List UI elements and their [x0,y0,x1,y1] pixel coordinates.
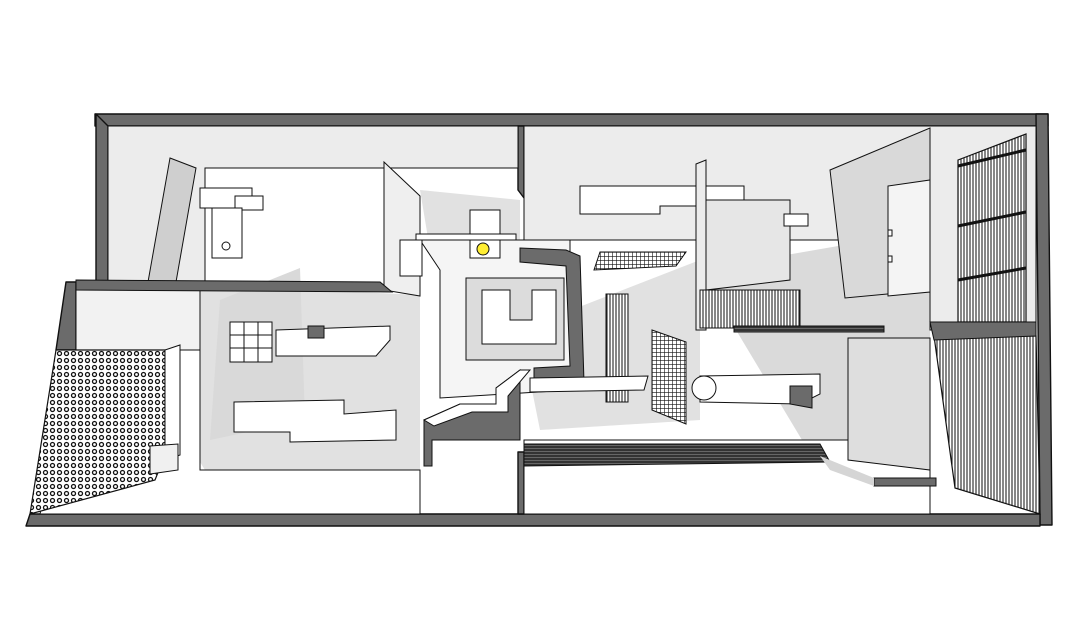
mid-partition-top [517,125,525,199]
grid-screen [651,329,687,425]
floor-grate [523,443,831,467]
right-ledge [929,321,1037,341]
hanging-rack [593,251,687,271]
terrace-shadow [820,456,874,486]
bathroom-fixtures [199,187,264,259]
light-fixture-icon [476,242,490,256]
kitchen-wall-right [705,199,791,291]
core-grey-wall [519,247,585,385]
wc-bowl-icon [221,241,231,251]
wardrobe-handle-2 [887,255,893,263]
stair-top [422,369,532,427]
bedroom-glass [847,337,931,471]
low-table-block [307,325,325,339]
right-screen-bars [957,148,1027,282]
living-furniture [229,321,397,443]
radiator [605,293,629,403]
core-inner-light [481,289,557,345]
light-fixture-shelf [415,233,517,241]
bottom-wall [25,513,1041,527]
bathtub [691,373,821,409]
right-lower-screen [933,335,1041,515]
low-table [275,325,391,357]
wardrobe [887,179,931,297]
bedroom-area [847,179,931,471]
left-screen-frame [164,344,181,461]
wardrobe-handle-1 [887,229,893,237]
vanity-shelf [234,195,264,211]
left-angled-wall [55,281,77,351]
shelving-unit [229,321,273,363]
kitchen-area [579,159,809,331]
kitchen-upper-cab [783,213,809,227]
bench [529,375,649,393]
mid-partition-bottom [517,451,525,515]
cabinet-small [399,239,423,277]
core-block [383,160,585,467]
left-wing-top-edge [75,279,394,293]
terrace-step [873,477,937,487]
left-upper-wall [95,113,109,283]
kitchen-counter-side [695,159,707,331]
balcony-rail [699,289,885,333]
right-wall [1035,113,1053,526]
top-wall [94,113,1049,127]
left-door-line [149,443,179,475]
sofa [233,399,397,443]
wc-box [211,207,243,259]
